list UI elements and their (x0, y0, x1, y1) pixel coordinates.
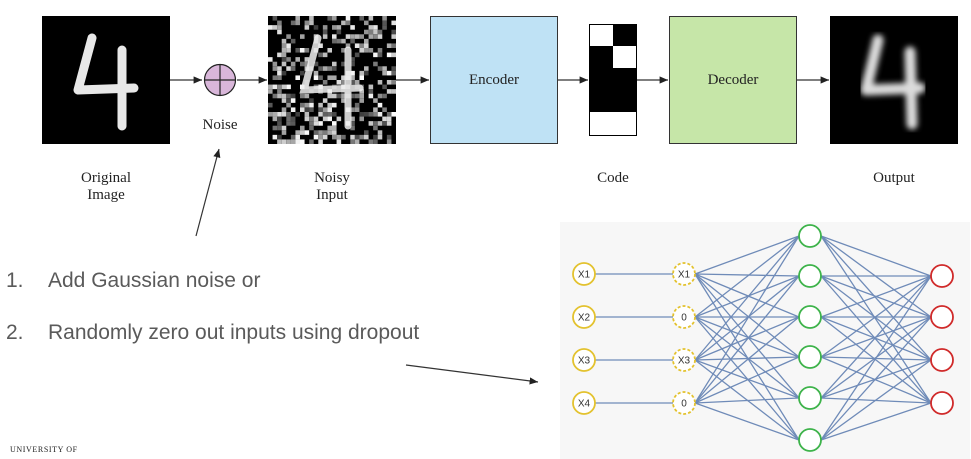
network-edge (694, 356, 800, 404)
network-edge (820, 316, 932, 404)
network-edge (694, 273, 800, 358)
input-node-label: X1 (578, 270, 591, 281)
network-edge (820, 316, 932, 361)
dropout-node (672, 391, 696, 415)
decoder-label: Decoder (707, 71, 759, 88)
list-number: 2. (6, 321, 24, 344)
footer-university: UNIVERSITY OF (10, 445, 78, 454)
noise-label: Noise (202, 117, 238, 133)
dropout-node-label: 0 (681, 313, 687, 324)
network-edge (820, 359, 932, 441)
network-edge (694, 402, 800, 441)
network-edge (820, 275, 932, 441)
network-edge (820, 316, 932, 441)
dropout-node-label: X1 (678, 270, 691, 281)
noise-symbol (203, 63, 237, 97)
list-item-1: 1. Add Gaussian noise or (6, 269, 260, 293)
network-edge (694, 273, 800, 277)
output-node (930, 305, 954, 329)
output-node (930, 264, 954, 288)
network-edge (694, 356, 800, 361)
caption-output: Output (873, 170, 915, 186)
network-edge (820, 356, 932, 404)
input-node-label: X4 (578, 399, 591, 410)
network-edge (694, 273, 800, 318)
input-node (572, 391, 596, 415)
dropout-node-label: X3 (678, 356, 691, 367)
encoder-block: Encoder (430, 16, 558, 144)
network-edge (820, 275, 932, 404)
caption-code: Code (597, 170, 629, 186)
network-edge (694, 316, 800, 358)
list-number: 1. (6, 269, 24, 292)
noisy-input-image (268, 16, 396, 144)
network-edge (694, 359, 800, 399)
network-edge (820, 402, 932, 441)
network-edge (820, 275, 932, 358)
output-image (830, 16, 958, 144)
hidden-node (798, 305, 822, 329)
network-edge (694, 235, 800, 404)
dropout-node-label: 0 (681, 399, 687, 410)
code-vector (589, 24, 637, 136)
network-edge (694, 316, 800, 399)
hidden-node (798, 224, 822, 248)
caption-noisy-input: Noisy Input (314, 170, 350, 203)
network-edge (694, 275, 800, 361)
encoder-label: Encoder (469, 71, 519, 88)
input-node-label: X3 (578, 356, 591, 367)
network-edge (694, 235, 800, 275)
decoder-block: Decoder (669, 16, 797, 144)
dropout-node (672, 305, 696, 329)
input-node-label: X2 (578, 313, 591, 324)
network-edge (820, 235, 932, 277)
hidden-node (798, 345, 822, 369)
dropout-node (672, 262, 696, 286)
network-edge (820, 275, 932, 399)
network-edge (694, 273, 800, 399)
list-item-2: 2. Randomly zero out inputs using dropout (6, 321, 419, 345)
hidden-node (798, 386, 822, 410)
network-edge (694, 275, 800, 318)
dropout-node (672, 348, 696, 372)
output-node (930, 348, 954, 372)
hidden-node (798, 264, 822, 288)
hidden-node (798, 428, 822, 452)
network-edge (820, 275, 932, 318)
network-edge (820, 235, 932, 361)
network-edge (694, 316, 800, 404)
network-edge (694, 235, 800, 318)
network-edge (694, 275, 800, 404)
original-image (42, 16, 170, 144)
network-edge (694, 397, 800, 404)
input-node (572, 348, 596, 372)
network-edge (820, 275, 932, 361)
output-node (930, 391, 954, 415)
list-text: Add Gaussian noise or (48, 269, 261, 292)
network-edge (694, 235, 800, 361)
input-node (572, 305, 596, 329)
network-edge (820, 235, 932, 404)
input-node (572, 262, 596, 286)
list-text: Randomly zero out inputs using dropout (48, 321, 420, 344)
caption-original-image: Original Image (81, 170, 131, 203)
